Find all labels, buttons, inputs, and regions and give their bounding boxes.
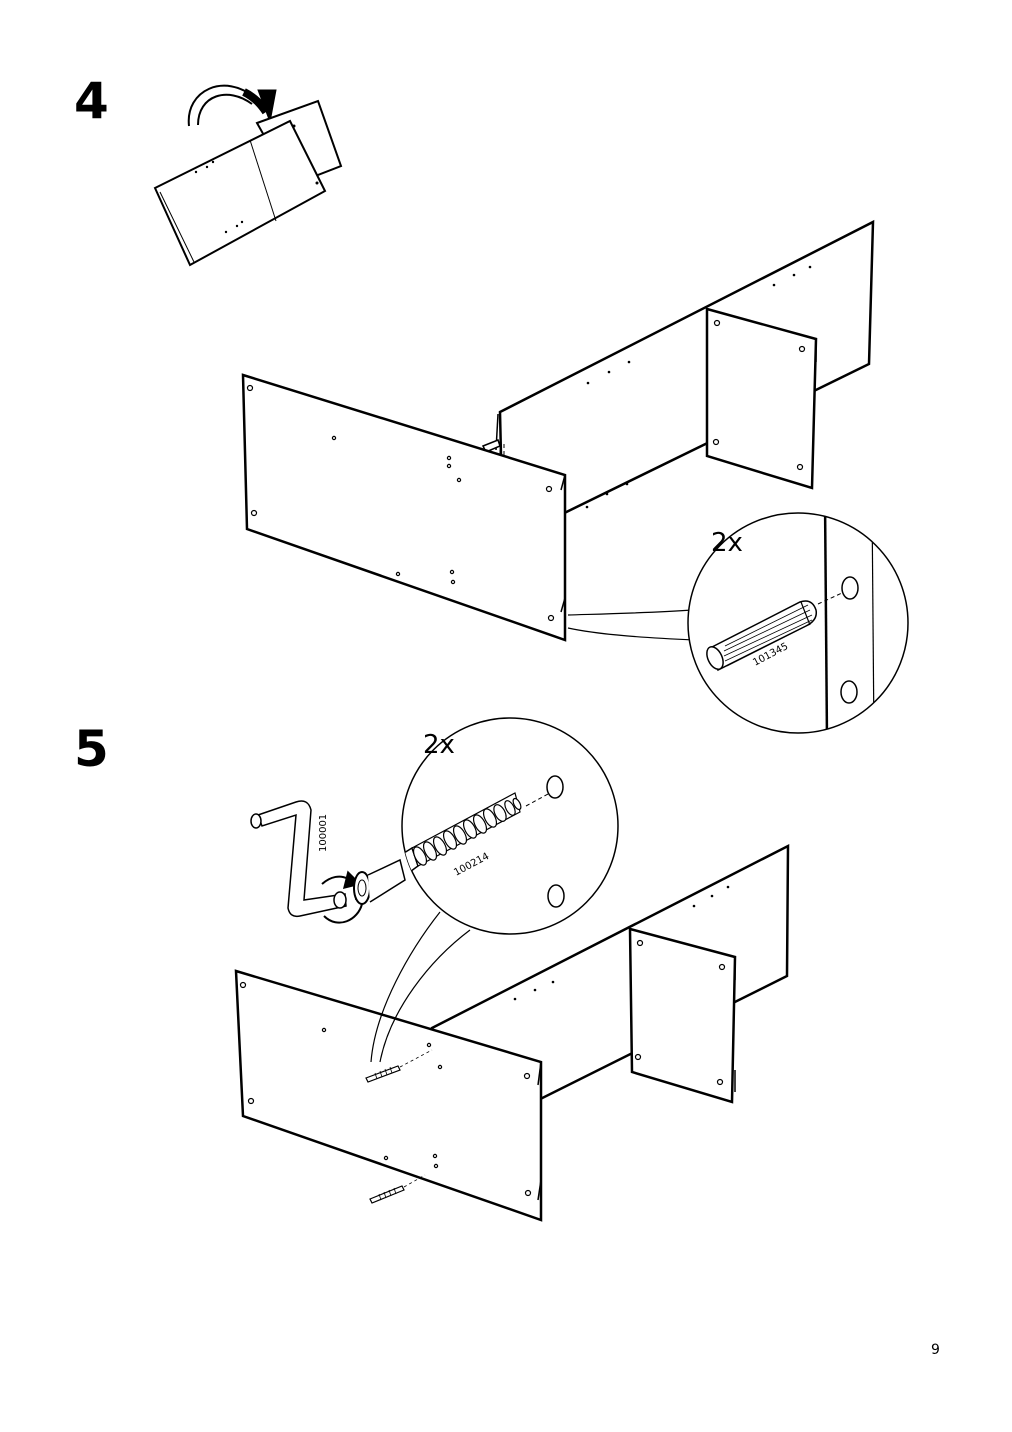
quantity-label: 2x: [711, 528, 743, 558]
flip-arrow-icon: [187, 84, 277, 127]
quantity-label: 2x: [423, 730, 455, 760]
screw-icon: [365, 1049, 433, 1083]
page-number: 9: [931, 1342, 940, 1358]
screw-detail-circle: [401, 717, 619, 935]
step-number: 5: [74, 720, 109, 778]
left-panel-step5: [234, 969, 543, 1222]
flip-panel-diagram: [153, 99, 343, 267]
crank-tool-icon: [250, 800, 406, 924]
callout-lines-step4: [567, 609, 695, 641]
tool-part-number: 100001: [318, 814, 329, 852]
left-panel: [241, 373, 567, 642]
step-number: 4: [74, 72, 109, 130]
dowel-detail-circle: [687, 512, 909, 734]
callout-lines-step5: [370, 911, 471, 1063]
right-side-panel-step5: [628, 927, 737, 1104]
right-side-panel: [705, 307, 818, 490]
screw-icon: [369, 1174, 426, 1204]
